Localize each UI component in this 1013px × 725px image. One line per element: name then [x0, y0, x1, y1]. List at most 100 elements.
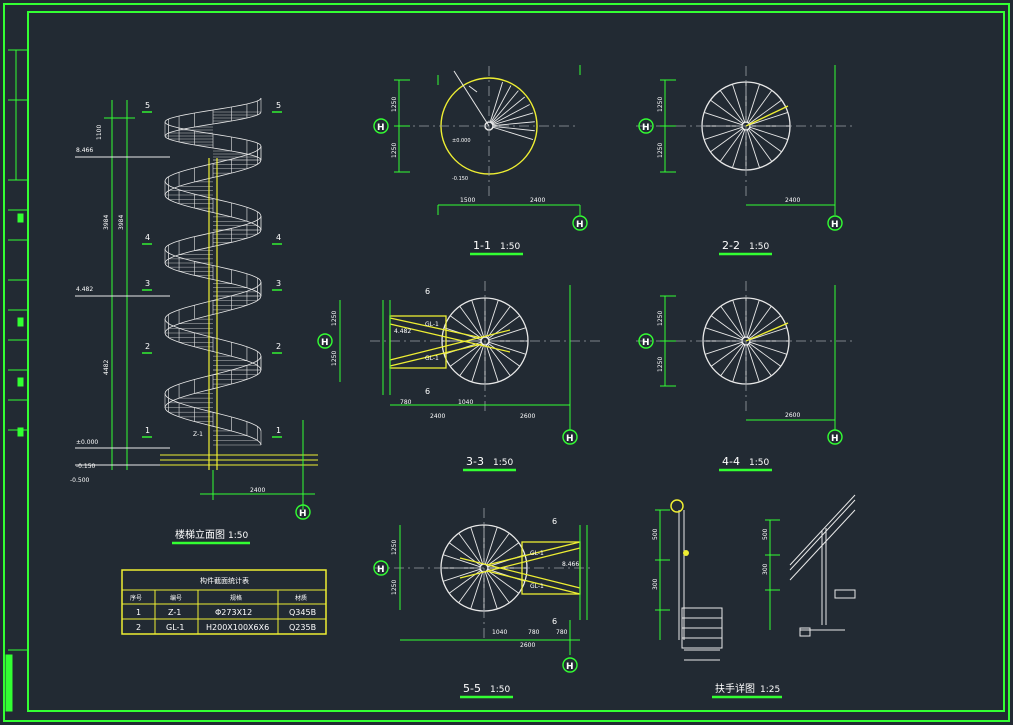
dim-a: 3984: [103, 215, 110, 230]
dim-top: 1100: [96, 125, 103, 140]
level-label: 8.466: [562, 561, 579, 568]
mark-3-left: 3: [145, 279, 150, 288]
level-0000: ±0.000: [76, 439, 98, 446]
th-code: 编号: [170, 594, 182, 602]
dim-1250: 1250: [331, 311, 338, 326]
dim-1250: 1250: [331, 351, 338, 366]
level-label: -0.150: [452, 176, 468, 182]
level-label: 4.482: [394, 328, 411, 335]
cut-mark: 6: [425, 287, 430, 296]
axis-bubble-1-1b: [572, 215, 588, 231]
table-row-1-spec: Φ273X12: [215, 608, 252, 617]
table-row-2-code: GL-1: [166, 623, 185, 632]
axis-bubble-1-1-label: H: [377, 123, 385, 133]
mark-1-right: 1: [276, 426, 281, 435]
dim-2400: 2400: [430, 413, 445, 420]
level-0150: -0.150: [76, 463, 96, 470]
gl-1-label: GL-1: [425, 321, 439, 328]
dim-780: 780: [400, 399, 412, 406]
dim-1250: 1250: [657, 357, 664, 372]
table-row-1-code: Z-1: [168, 608, 181, 617]
dim-1250: 1250: [657, 97, 664, 112]
gl-1-label: GL-1: [530, 550, 544, 557]
dim-1250: 1250: [391, 580, 398, 595]
dim-1250: 1250: [391, 540, 398, 555]
dim-bottom: 2400: [250, 487, 265, 494]
dim-2600: 2600: [520, 413, 535, 420]
rail-tube: [670, 499, 684, 513]
dim-b: 4482: [103, 360, 110, 375]
axis-bubble-3-3b-label: H: [566, 434, 574, 444]
axis-bubble-2-2: [638, 118, 654, 134]
axis-bubble-5-5-label: H: [377, 565, 385, 575]
mark-1-left: 1: [145, 426, 150, 435]
axis-bubble-3-3-label: H: [321, 338, 329, 348]
axis-bubble-5-5: [373, 560, 389, 576]
inner-frame: [27, 11, 1005, 712]
title-handrail: 扶手详图: [715, 682, 755, 695]
hr-dim-3: 500: [762, 528, 769, 540]
axis-bubble-3-3b: [562, 429, 578, 445]
mark-5-right: 5: [276, 101, 281, 110]
axis-bubble-4-4-label: H: [642, 338, 650, 348]
column-label: Z-1: [193, 431, 203, 438]
member-table: 构件截面统计表 序号 编号 规格 材质 1 Z-1 Φ273X12 Q345B …: [121, 569, 327, 635]
dim-1040: 1040: [458, 399, 473, 406]
mark-4-right: 4: [276, 233, 281, 242]
axis-bubble-5-5b-label: H: [566, 662, 574, 672]
title-elevation: 楼梯立面图: [175, 528, 225, 541]
table-title: 构件截面统计表: [200, 576, 249, 585]
axis-label-elevation: H: [299, 509, 307, 519]
th-material: 材质: [295, 594, 307, 602]
dim-2400: 2400: [530, 197, 545, 204]
th-spec: 规格: [230, 594, 242, 602]
level-label: ±0.000: [452, 138, 471, 144]
axis-bubble-2-2-label: H: [642, 123, 650, 133]
dim-1250: 1250: [391, 143, 398, 158]
axis-bubble-4-4b: [827, 429, 843, 445]
dim-780: 780: [556, 629, 568, 636]
dim-1250: 1250: [657, 143, 664, 158]
dim-1040: 1040: [492, 629, 507, 636]
table-row-2-material: Q235B: [289, 623, 316, 632]
mark-2-left: 2: [145, 342, 150, 351]
left-title-strip: [5, 49, 28, 712]
level-0500: -0.500: [70, 477, 90, 484]
handrail-detail: [678, 494, 856, 661]
cut-mark: 6: [552, 617, 557, 626]
scale-2-2: 1:50: [749, 242, 769, 252]
mark-3-right: 3: [276, 279, 281, 288]
cut-mark: 6: [425, 387, 430, 396]
mark-5-left: 5: [145, 101, 150, 110]
gl-1-label: GL-1: [530, 583, 544, 590]
scale-4-4: 1:50: [749, 458, 769, 468]
stair-elevation: 8.466 4.482 ±0.000 -0.150 -0.500 1100 39…: [70, 97, 318, 520]
table-row-1-material: Q345B: [289, 608, 316, 617]
title-4-4: 4-4: [722, 455, 740, 468]
dim-1250: 1250: [391, 97, 398, 112]
axis-bubble-2-2b-label: H: [831, 220, 839, 230]
axis-bubble-4-4: [638, 333, 654, 349]
axis-bubble-1-1: [373, 118, 389, 134]
plan-3-3-beams: [389, 315, 511, 369]
mark-4-left: 4: [145, 233, 150, 242]
axis-bubble-2-2b: [827, 215, 843, 231]
scale-5-5: 1:50: [490, 685, 510, 695]
axis-bubble-4-4b-label: H: [831, 434, 839, 444]
title-2-2: 2-2: [722, 239, 740, 252]
table-row-2-no: 2: [136, 623, 141, 632]
hr-dim-4: 300: [762, 563, 769, 575]
title-1-1: 1-1: [473, 239, 491, 252]
gl-1-label: GL-1: [425, 355, 439, 362]
cut-mark: 6: [552, 517, 557, 526]
dim-1500: 1500: [460, 197, 475, 204]
outer-frame: [3, 3, 1010, 722]
scale-elevation: 1:50: [228, 531, 248, 541]
dim-2600: 2600: [520, 642, 535, 649]
table-row-2-spec: H200X100X6X6: [206, 623, 269, 632]
title-3-3: 3-3: [466, 455, 484, 468]
dim-780: 780: [528, 629, 540, 636]
